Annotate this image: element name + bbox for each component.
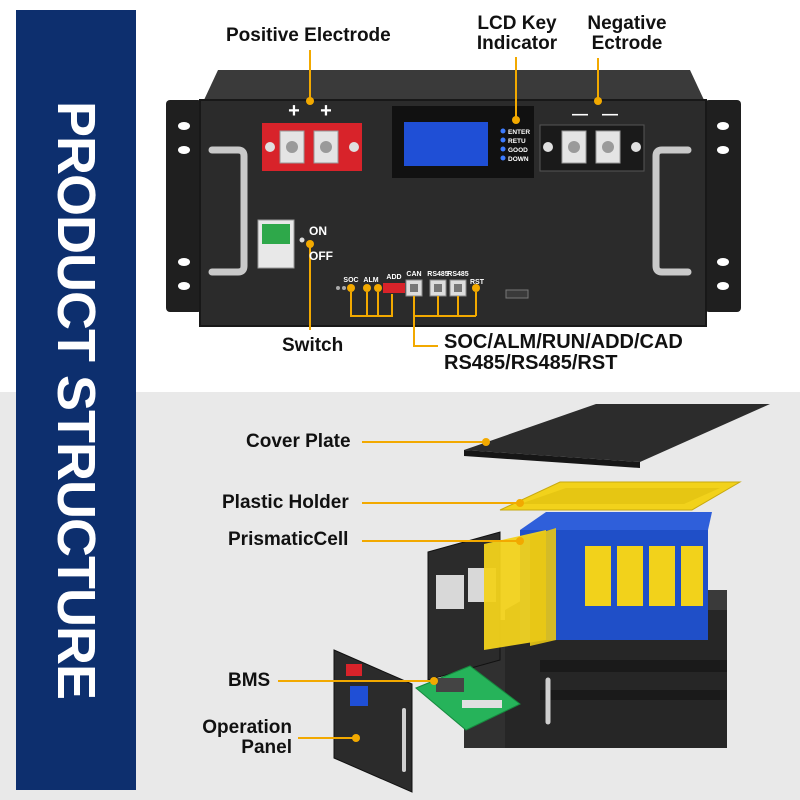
- bms-label: BMS: [228, 670, 271, 691]
- side-title-band: PRODUCT STRUCTURE: [16, 10, 136, 790]
- callout-lines: [278, 50, 599, 739]
- operation-panel-label: Operation Panel: [180, 718, 292, 758]
- plus-sign-1: +: [288, 100, 300, 122]
- port-label-rs485-1: RS485: [427, 271, 449, 278]
- prismatic-cell-label: PrismaticCell: [228, 529, 349, 550]
- left-rack-ear: [166, 100, 202, 312]
- cover-plate-label: Cover Plate: [246, 431, 351, 452]
- minus-sign-1: —: [572, 106, 588, 123]
- port-label-can: CAN: [406, 271, 421, 278]
- lcd-key-indicator-label: LCD Key Indicator: [462, 14, 572, 54]
- key-enter: ENTER: [508, 129, 530, 136]
- switch-label: Switch: [282, 335, 344, 356]
- cover-plate: [464, 404, 770, 462]
- positive-electrode-label: Positive Electrode: [226, 25, 391, 46]
- port-label-add: ADD: [386, 274, 401, 281]
- ports-label-line-2: RS485/RS485/RST: [444, 352, 618, 374]
- add-dip-switch: [383, 283, 405, 293]
- ports-label-line-1: SOC/ALM/RUN/ADD/CAD: [444, 331, 683, 353]
- key-down: DOWN: [508, 156, 529, 163]
- lcd-label-line-1: LCD Key: [477, 13, 557, 34]
- port-label-rst: RST: [470, 279, 485, 286]
- port-label-soc: SOC: [343, 277, 358, 284]
- left-handle: [208, 146, 248, 276]
- operation-label-line-1: Operation: [202, 717, 292, 738]
- yellow-insulation-right: [530, 528, 556, 646]
- minus-sign-2: —: [602, 106, 618, 123]
- right-handle: [652, 146, 692, 276]
- right-rack-ear: [705, 100, 741, 312]
- port-label-alm: ALM: [363, 277, 378, 284]
- dry-contact-block: [505, 289, 529, 299]
- positive-terminal: [262, 123, 362, 171]
- switch-on-label: ON: [309, 224, 327, 238]
- switch-off-label: OFF: [309, 249, 333, 263]
- chassis-top: [204, 70, 704, 100]
- key-good: GOOD: [508, 147, 528, 154]
- negative-terminal: [539, 124, 645, 172]
- ports-label: SOC/ALM/RUN/ADD/CAD RS485/RS485/RST: [444, 332, 683, 374]
- operation-panel: [333, 649, 413, 793]
- negative-label-line-1: Negative: [587, 13, 667, 34]
- plastic-holder-label: Plastic Holder: [222, 492, 349, 513]
- key-retu: RETU: [508, 138, 526, 145]
- lcd-screen: [404, 122, 488, 166]
- port-label-rs485-2: RS485: [447, 271, 469, 278]
- callout-dots: [306, 97, 602, 742]
- negative-electrode-label: Negative Ectrode: [572, 14, 682, 54]
- plus-sign-2: +: [320, 100, 332, 122]
- operation-label-line-2: Panel: [241, 737, 292, 758]
- breaker-lever: [262, 224, 290, 244]
- plastic-holder: [499, 481, 742, 511]
- lcd-label-line-2: Indicator: [476, 33, 558, 54]
- negative-label-line-2: Ectrode: [591, 33, 663, 54]
